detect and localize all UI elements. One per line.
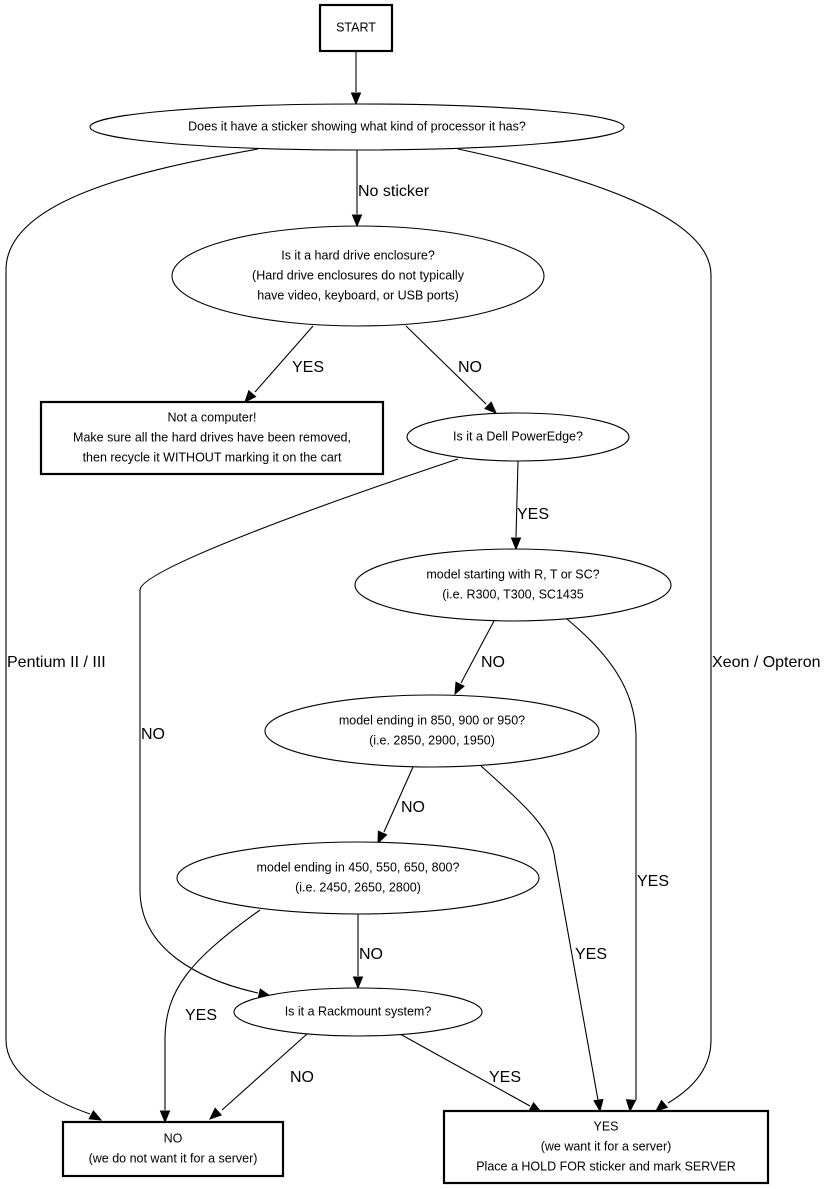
edge-line <box>383 766 414 833</box>
edge-rtsc-yes <box>566 618 637 1113</box>
edge-m850-yes <box>480 765 604 1113</box>
node-rackmount: Is it a Rackmount system? <box>233 987 483 1037</box>
edge-line <box>457 148 712 1104</box>
arrowhead-icon <box>377 830 388 845</box>
edge-m450-no <box>159 909 261 1124</box>
arrowhead-icon <box>625 1099 637 1113</box>
node-m450: model ending in 450, 550, 650, 800? (i.e.… <box>176 841 540 915</box>
edge-m450-rackmount <box>352 914 364 990</box>
arrowhead-icon <box>654 1099 669 1112</box>
edge-label: NO <box>481 654 505 671</box>
node-start: START <box>318 3 394 53</box>
node-text-line: (we want it for a server) <box>541 1139 672 1153</box>
edge-line <box>5 148 259 1115</box>
node-yes-server: YES (we want it for a server) Place a HOLD… <box>442 1109 770 1185</box>
edge-enclosure-notcomp <box>244 325 314 403</box>
edge-label: Xeon / Opteron <box>712 654 821 671</box>
node-not-computer: Not a computer! Make sure all the hard dr… <box>39 400 385 476</box>
edge-label: NO <box>359 946 383 963</box>
arrowhead-icon <box>88 1109 103 1121</box>
node-poweredge: Is it a Dell PowerEdge? <box>406 412 630 462</box>
node-text-line: Place a HOLD FOR sticker and mark SERVER <box>476 1159 736 1173</box>
node-text-line: model ending in 450, 550, 650, 800? <box>257 860 460 874</box>
edge-label: YES <box>575 946 607 963</box>
node-text-line: model ending in 850, 900 or 950? <box>339 713 525 727</box>
edge-label: YES <box>185 1007 217 1024</box>
decision-ellipse <box>89 103 625 151</box>
arrowhead-icon <box>510 537 522 551</box>
edge-label: YES <box>292 359 324 376</box>
node-text-line: (i.e. R300, T300, SC1435 <box>442 587 584 601</box>
node-sticker: Does it have a sticker showing what kind… <box>89 103 625 151</box>
edge-rtsc-m850 <box>454 620 495 696</box>
node-text-line: Make sure all the hard drives have been … <box>73 430 351 444</box>
node-text-line: START <box>336 20 376 34</box>
decision-ellipse <box>171 225 545 327</box>
box-shape <box>442 1109 770 1185</box>
node-text-line: Is it a Rackmount system? <box>285 1004 432 1018</box>
edge-line <box>480 765 599 1101</box>
node-text-line: (we do not want it for a server) <box>89 1151 258 1165</box>
node-text-line: then recycle it WITHOUT marking it on th… <box>83 450 342 464</box>
decision-ellipse <box>176 841 540 915</box>
node-text-line: Does it have a sticker showing what kind… <box>188 119 526 133</box>
edge-label: YES <box>489 1069 521 1086</box>
edge-line <box>139 458 459 994</box>
edge-label: NO <box>401 799 425 816</box>
node-enclosure: Is it a hard drive enclosure? (Hard drive… <box>171 225 545 327</box>
box-shape <box>318 3 394 53</box>
edge-line <box>254 325 314 393</box>
edge-sticker-yes <box>457 148 712 1112</box>
edge-line <box>164 909 261 1110</box>
decision-ellipse <box>264 694 600 768</box>
node-text-line: NO <box>164 1131 183 1145</box>
edge-line <box>399 1033 531 1107</box>
arrowhead-icon <box>244 389 257 403</box>
edge-sticker-enclosure <box>351 150 363 228</box>
arrowhead-icon <box>350 92 362 106</box>
node-no-server: NO (we do not want it for a server) <box>61 1120 285 1178</box>
edge-m850-m450 <box>377 766 414 845</box>
edge-start-sticker <box>350 51 362 106</box>
edge-line <box>221 1033 308 1111</box>
arrowhead-icon <box>159 1110 171 1124</box>
edge-line <box>566 618 637 1100</box>
box-shape <box>39 400 385 476</box>
node-text-line: Is it a hard drive enclosure? <box>281 248 435 262</box>
arrowhead-icon <box>454 681 465 696</box>
edge-label: NO <box>290 1069 314 1086</box>
edge-sticker-no <box>5 148 259 1121</box>
arrowhead-icon <box>484 401 497 414</box>
decision-ellipse <box>406 412 630 462</box>
node-text-line: Not a computer! <box>168 410 257 424</box>
node-text-line: (i.e. 2450, 2650, 2800) <box>295 880 421 894</box>
edge-line <box>515 460 519 538</box>
node-text-line: have video, keyboard, or USB ports) <box>257 288 459 302</box>
node-text-line: (Hard drive enclosures do not typically <box>252 268 465 282</box>
edge-poweredge-rtsc <box>510 460 522 551</box>
decision-ellipse <box>233 987 483 1037</box>
node-text-line: model starting with R, T or SC? <box>426 567 599 581</box>
node-text-line: YES <box>593 1119 618 1133</box>
node-rtsc: model starting with R, T or SC? (i.e. R30… <box>354 548 672 622</box>
arrowhead-icon <box>352 976 364 990</box>
arrowhead-icon <box>351 214 363 228</box>
edge-rackmount-no <box>209 1033 308 1120</box>
edge-enclosure-poweredge <box>405 325 497 414</box>
node-m850: model ending in 850, 900 or 950? (i.e. 28… <box>264 694 600 768</box>
arrowhead-icon <box>593 1098 604 1113</box>
edge-line <box>405 325 487 405</box>
edge-label: Pentium II / III <box>7 654 106 671</box>
node-text-line: (i.e. 2850, 2900, 1950) <box>369 733 495 747</box>
edge-line <box>460 620 495 684</box>
edge-label: No sticker <box>358 183 430 200</box>
arrowhead-icon <box>209 1107 223 1120</box>
edge-label: YES <box>517 506 549 523</box>
node-text-line: Is it a Dell PowerEdge? <box>453 429 583 443</box>
decision-ellipse <box>354 548 672 622</box>
edge-label: YES <box>637 873 669 890</box>
edge-label: NO <box>141 726 165 743</box>
box-shape <box>61 1120 285 1178</box>
edge-label: NO <box>458 359 482 376</box>
